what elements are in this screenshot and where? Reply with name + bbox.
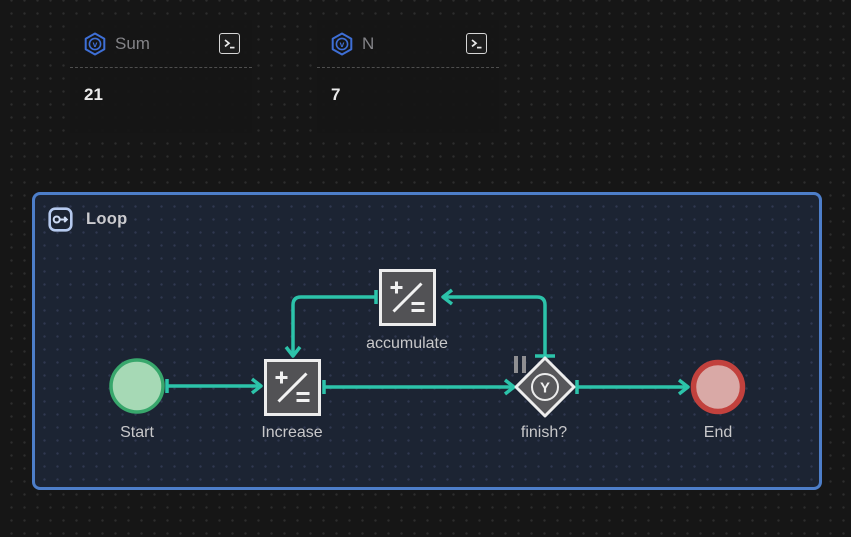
terminal-glyph xyxy=(471,39,482,49)
terminal-icon[interactable] xyxy=(219,33,240,54)
pause-icon xyxy=(514,356,526,373)
variable-value: 7 xyxy=(331,85,341,104)
variable-card-header: v N xyxy=(317,20,499,68)
loop-group-header: Loop xyxy=(48,207,128,232)
variable-card-n[interactable]: v N 7 xyxy=(317,20,499,133)
edge-accumulate-increase[interactable] xyxy=(284,290,378,358)
svg-text:v: v xyxy=(340,39,345,49)
variable-card-sum[interactable]: v Sum 21 xyxy=(70,20,252,133)
branch-glyph: Y xyxy=(540,380,550,397)
variable-card-header: v Sum xyxy=(70,20,252,68)
node-increase[interactable] xyxy=(260,355,325,420)
branch-icon xyxy=(531,373,559,401)
node-start-label: Start xyxy=(120,424,154,441)
edges-layer xyxy=(165,288,690,396)
variable-hexagon-icon: v xyxy=(331,32,353,55)
loop-label: Loop xyxy=(86,210,128,228)
node-accumulate[interactable] xyxy=(375,265,440,330)
node-increase-label: Increase xyxy=(261,424,323,441)
node-start[interactable] xyxy=(107,356,167,416)
edge-increase-finish[interactable] xyxy=(322,378,516,396)
terminal-glyph xyxy=(224,39,235,49)
edge-start-increase[interactable] xyxy=(165,377,263,395)
node-accumulate-label: accumulate xyxy=(366,335,448,352)
terminal-icon[interactable] xyxy=(466,33,487,54)
variable-hexagon-icon: v xyxy=(84,32,106,55)
loop-group[interactable]: Loop xyxy=(32,192,822,490)
node-end[interactable] xyxy=(688,357,748,417)
edge-finish-accumulate[interactable] xyxy=(441,288,555,358)
node-finish[interactable]: Y xyxy=(513,355,577,419)
svg-text:v: v xyxy=(93,39,98,49)
variable-value: 21 xyxy=(84,85,103,104)
edge-finish-end[interactable] xyxy=(575,378,690,396)
plus-slash-equals-icon xyxy=(275,371,310,403)
loop-icon xyxy=(48,207,73,232)
variable-name: Sum xyxy=(115,33,150,53)
plus-slash-equals-icon xyxy=(390,281,425,313)
node-finish-label: finish? xyxy=(520,424,568,441)
node-end-label: End xyxy=(703,424,733,441)
variable-name: N xyxy=(362,33,375,53)
